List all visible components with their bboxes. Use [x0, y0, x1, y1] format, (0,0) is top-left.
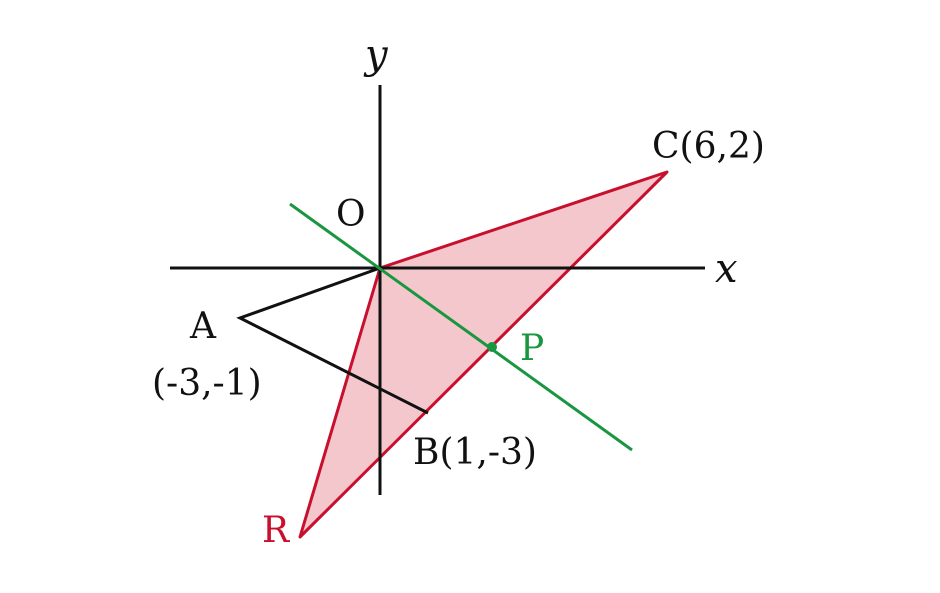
y-axis-label: y: [363, 32, 389, 78]
point-a-label: A: [189, 306, 217, 347]
point-p-marker: [487, 342, 497, 352]
point-r-label: R: [262, 510, 290, 551]
x-axis-label: x: [715, 246, 738, 292]
point-c-label: C(6,2): [652, 126, 765, 167]
point-a-coords: (-3,-1): [152, 363, 262, 404]
triangle-ocr: [298, 170, 669, 539]
line-op: [289, 202, 633, 452]
triangle-oab: [236, 266, 429, 415]
point-p-label: P: [520, 328, 544, 369]
origin-label: O: [336, 194, 366, 235]
point-b-label: B(1,-3): [413, 432, 537, 473]
